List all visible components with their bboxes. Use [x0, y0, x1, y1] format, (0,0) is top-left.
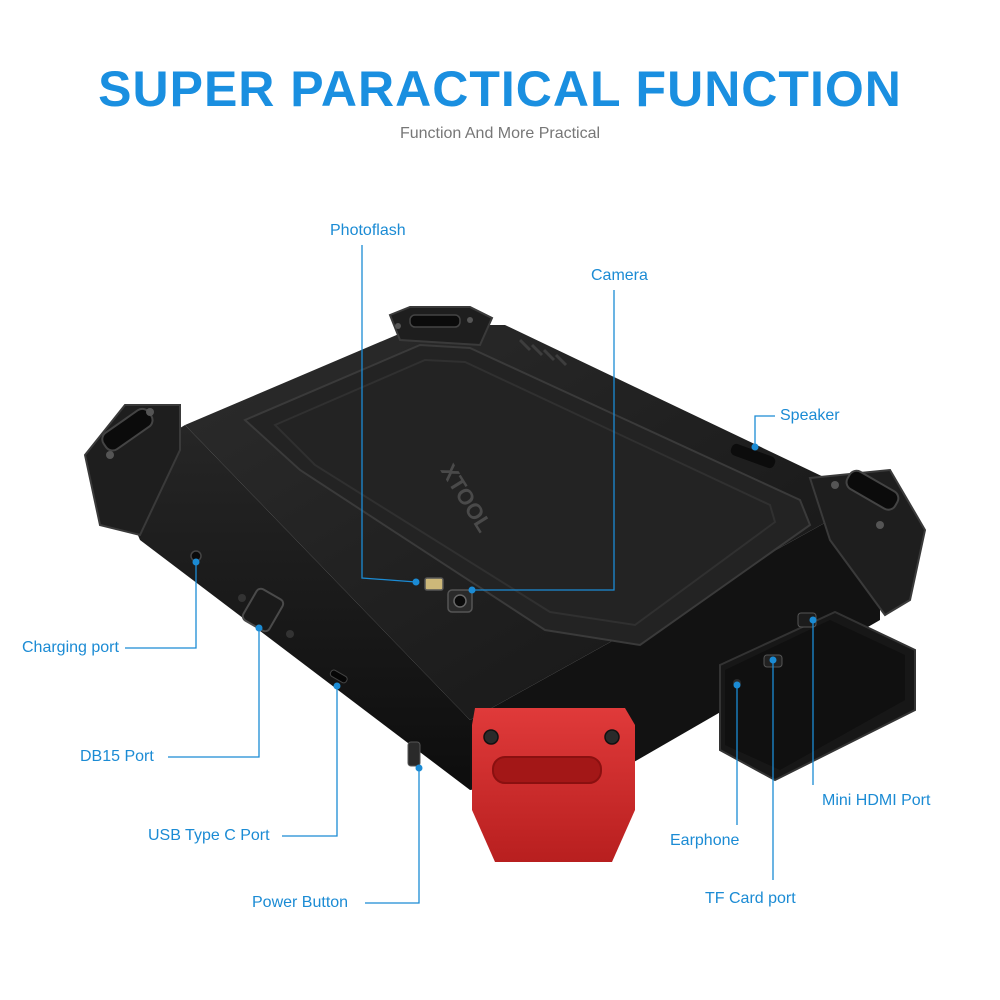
callout-db15-port: DB15 Port	[80, 748, 154, 765]
callout-charging-port: Charging port	[22, 639, 119, 656]
bumper-right	[808, 468, 927, 617]
callout-lines	[125, 245, 814, 904]
db15-port-component	[238, 587, 294, 638]
usb-type-c-port-component	[329, 669, 348, 684]
callout-tf-card-port: TF Card port	[705, 890, 796, 907]
tablet-side-left	[110, 425, 470, 790]
callout-dots	[192, 443, 817, 772]
camera-component	[447, 589, 473, 613]
bumper-red-bottom	[472, 708, 635, 862]
callout-mini-hdmi-port: Mini HDMI Port	[822, 792, 931, 809]
page-subtitle: Function And More Practical	[399, 125, 601, 142]
callout-photoflash: Photoflash	[330, 222, 406, 239]
bumper-top-center	[388, 306, 494, 347]
callout-earphone: Earphone	[670, 832, 740, 849]
callout-power-button: Power Button	[252, 894, 349, 911]
photoflash-component	[424, 577, 444, 591]
callout-usb-type-c-port: USB Type C Port	[148, 827, 270, 844]
page-title: SUPER PARACTICAL FUNCTION	[98, 61, 902, 117]
bumper-top-left	[83, 404, 181, 537]
callout-speaker: Speaker	[780, 407, 840, 424]
tablet-back-cover	[185, 325, 830, 720]
speaker-grille	[730, 443, 776, 469]
callout-camera: Camera	[591, 267, 648, 284]
power-button-component	[407, 741, 421, 767]
